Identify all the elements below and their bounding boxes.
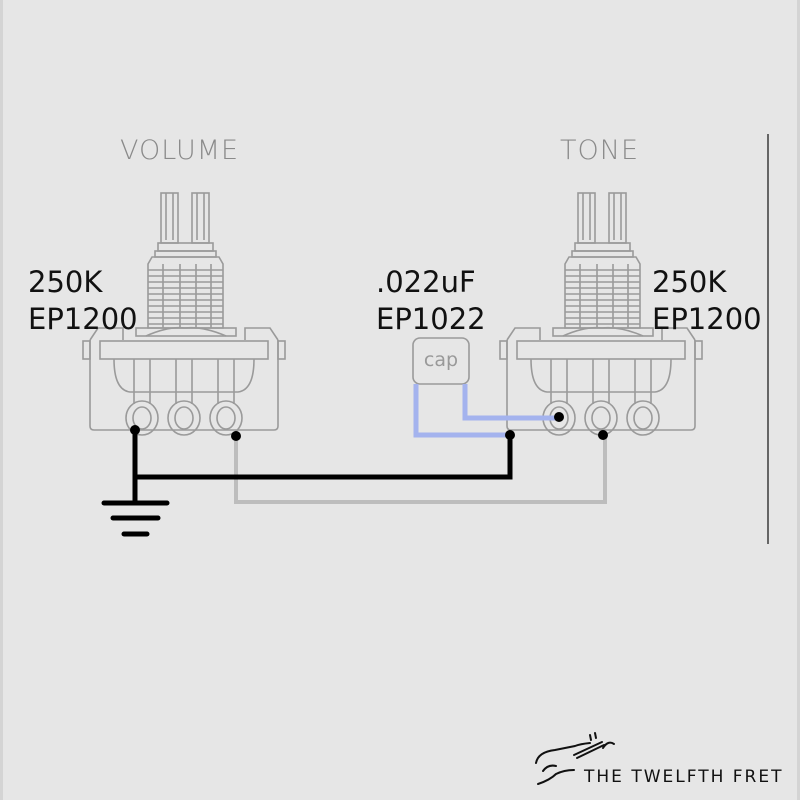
guitar-logo-icon — [535, 732, 615, 785]
cap-lead-right — [462, 384, 559, 421]
tone-part: EP1200 — [652, 302, 762, 336]
tone-value: 250K — [652, 265, 727, 299]
grey-wire — [234, 436, 607, 504]
volume-value: 250K — [28, 265, 103, 299]
cap-lead-left — [413, 384, 510, 438]
volume-part: EP1200 — [28, 302, 138, 336]
brand-name: THE TWELFTH FRET — [583, 767, 784, 787]
solder-points — [130, 412, 608, 441]
cap-value: .022uF — [376, 265, 476, 299]
cap-part: EP1022 — [376, 302, 486, 336]
ground-symbol-icon — [101, 500, 170, 537]
tone-title: TONE — [560, 135, 639, 166]
ground-bus-wire — [135, 435, 513, 480]
volume-title: VOLUME — [120, 135, 239, 166]
cap-body-label: cap — [424, 349, 458, 371]
capacitor-icon — [412, 337, 470, 385]
